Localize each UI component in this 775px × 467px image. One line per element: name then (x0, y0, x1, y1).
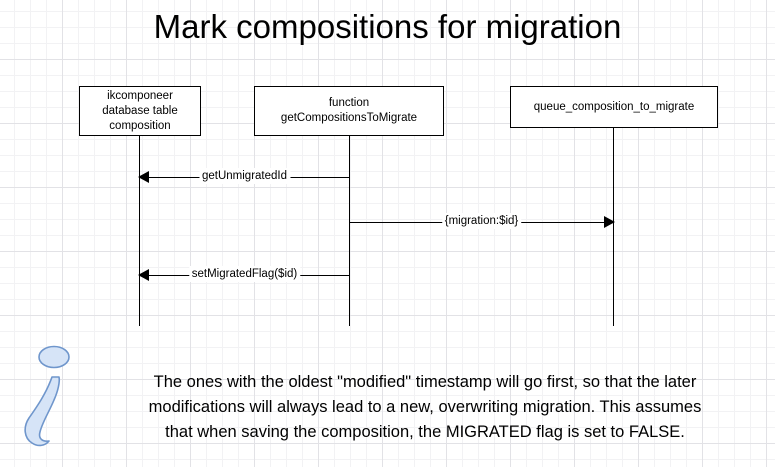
arrowhead-left-icon (138, 171, 149, 183)
participant-label-queue: queue_composition_to_migrate (533, 100, 695, 113)
note-line-3: that when saving the composition, the MI… (165, 423, 685, 441)
note-line-2: modifications will always lead to a new,… (148, 398, 702, 416)
participant-label-function: function getCompositionsToMigrate (280, 97, 418, 124)
message-label-set-migrated-flag: setMigratedFlag($id) (188, 266, 301, 282)
note-line-1: The ones with the oldest "modified" time… (153, 373, 697, 391)
arrowhead-left-icon (138, 269, 149, 281)
lifeline-database (139, 136, 140, 326)
page-title: Mark compositions for migration (153, 8, 622, 45)
info-icon (18, 342, 80, 452)
message-arrow-migration-id[interactable]: {migration:$id} (349, 213, 615, 232)
participant-box-queue[interactable]: queue_composition_to_migrate (510, 86, 718, 128)
message-arrow-get-unmigrated-id[interactable]: getUnmigratedId (138, 168, 350, 187)
note-text: The ones with the oldest "modified" time… (84, 370, 766, 445)
message-label-migration-id: {migration:$id} (441, 213, 522, 229)
participant-box-database[interactable]: ikcomponeer database table composition (79, 86, 201, 136)
message-label-get-unmigrated-id: getUnmigratedId (198, 168, 291, 184)
lifeline-function (349, 136, 350, 326)
participant-box-function[interactable]: function getCompositionsToMigrate (254, 86, 444, 136)
message-arrow-set-migrated-flag[interactable]: setMigratedFlag($id) (138, 266, 350, 285)
arrowhead-right-icon (604, 216, 615, 228)
participant-label-database: ikcomponeer database table composition (102, 89, 178, 132)
